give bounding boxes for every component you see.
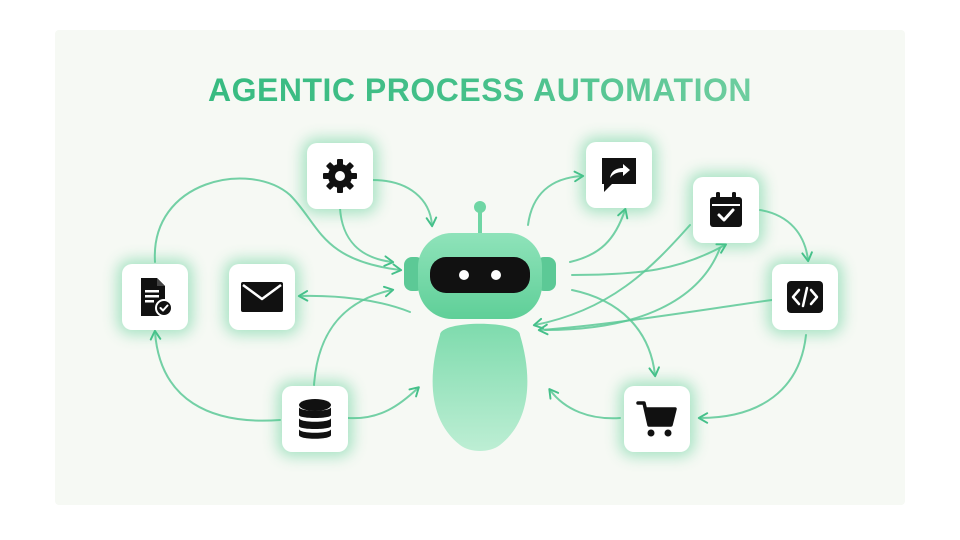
code-node[interactable] bbox=[772, 264, 838, 330]
connector-code-to-robot bbox=[537, 299, 773, 336]
envelope-icon bbox=[241, 282, 283, 312]
share-node[interactable] bbox=[586, 142, 652, 208]
email-node[interactable] bbox=[229, 264, 295, 330]
connector-code-to-cart bbox=[697, 334, 807, 424]
database-icon bbox=[299, 399, 331, 439]
connector-calendar-to-code bbox=[759, 209, 813, 263]
calendar-check-icon bbox=[710, 192, 742, 227]
settings-node[interactable] bbox=[307, 143, 373, 209]
database-node[interactable] bbox=[282, 386, 348, 452]
connector-calendar-to-robot-b bbox=[544, 247, 721, 331]
connector-robot-to-share bbox=[569, 207, 629, 263]
diagram-title: AGENTIC PROCESS AUTOMATION bbox=[0, 72, 960, 109]
connector-robot-to-envelope bbox=[297, 290, 411, 313]
document-check-icon bbox=[141, 278, 173, 317]
document-node[interactable] bbox=[122, 264, 188, 330]
share-message-icon bbox=[602, 158, 636, 192]
connector-gear-to-robot bbox=[371, 179, 438, 228]
connector-database-to-document bbox=[149, 329, 281, 422]
calendar-node[interactable] bbox=[693, 177, 759, 243]
robot-icon bbox=[404, 201, 556, 451]
connector-document-loop-top bbox=[153, 177, 403, 275]
shopping-cart-icon bbox=[636, 401, 677, 437]
connector-robot-to-calendar bbox=[571, 243, 728, 276]
connector-robot-to-cart bbox=[571, 289, 660, 378]
connector-database-up bbox=[313, 285, 395, 386]
connector-calendar-to-robot-a bbox=[532, 224, 691, 330]
cart-node[interactable] bbox=[624, 386, 690, 452]
connector-cart-to-robot bbox=[548, 388, 621, 420]
gear-icon bbox=[323, 159, 357, 193]
connector-database-right bbox=[347, 386, 420, 420]
connector-gear-down bbox=[339, 207, 395, 267]
connector-robot-to-share-top bbox=[527, 170, 585, 226]
code-icon bbox=[787, 281, 823, 313]
